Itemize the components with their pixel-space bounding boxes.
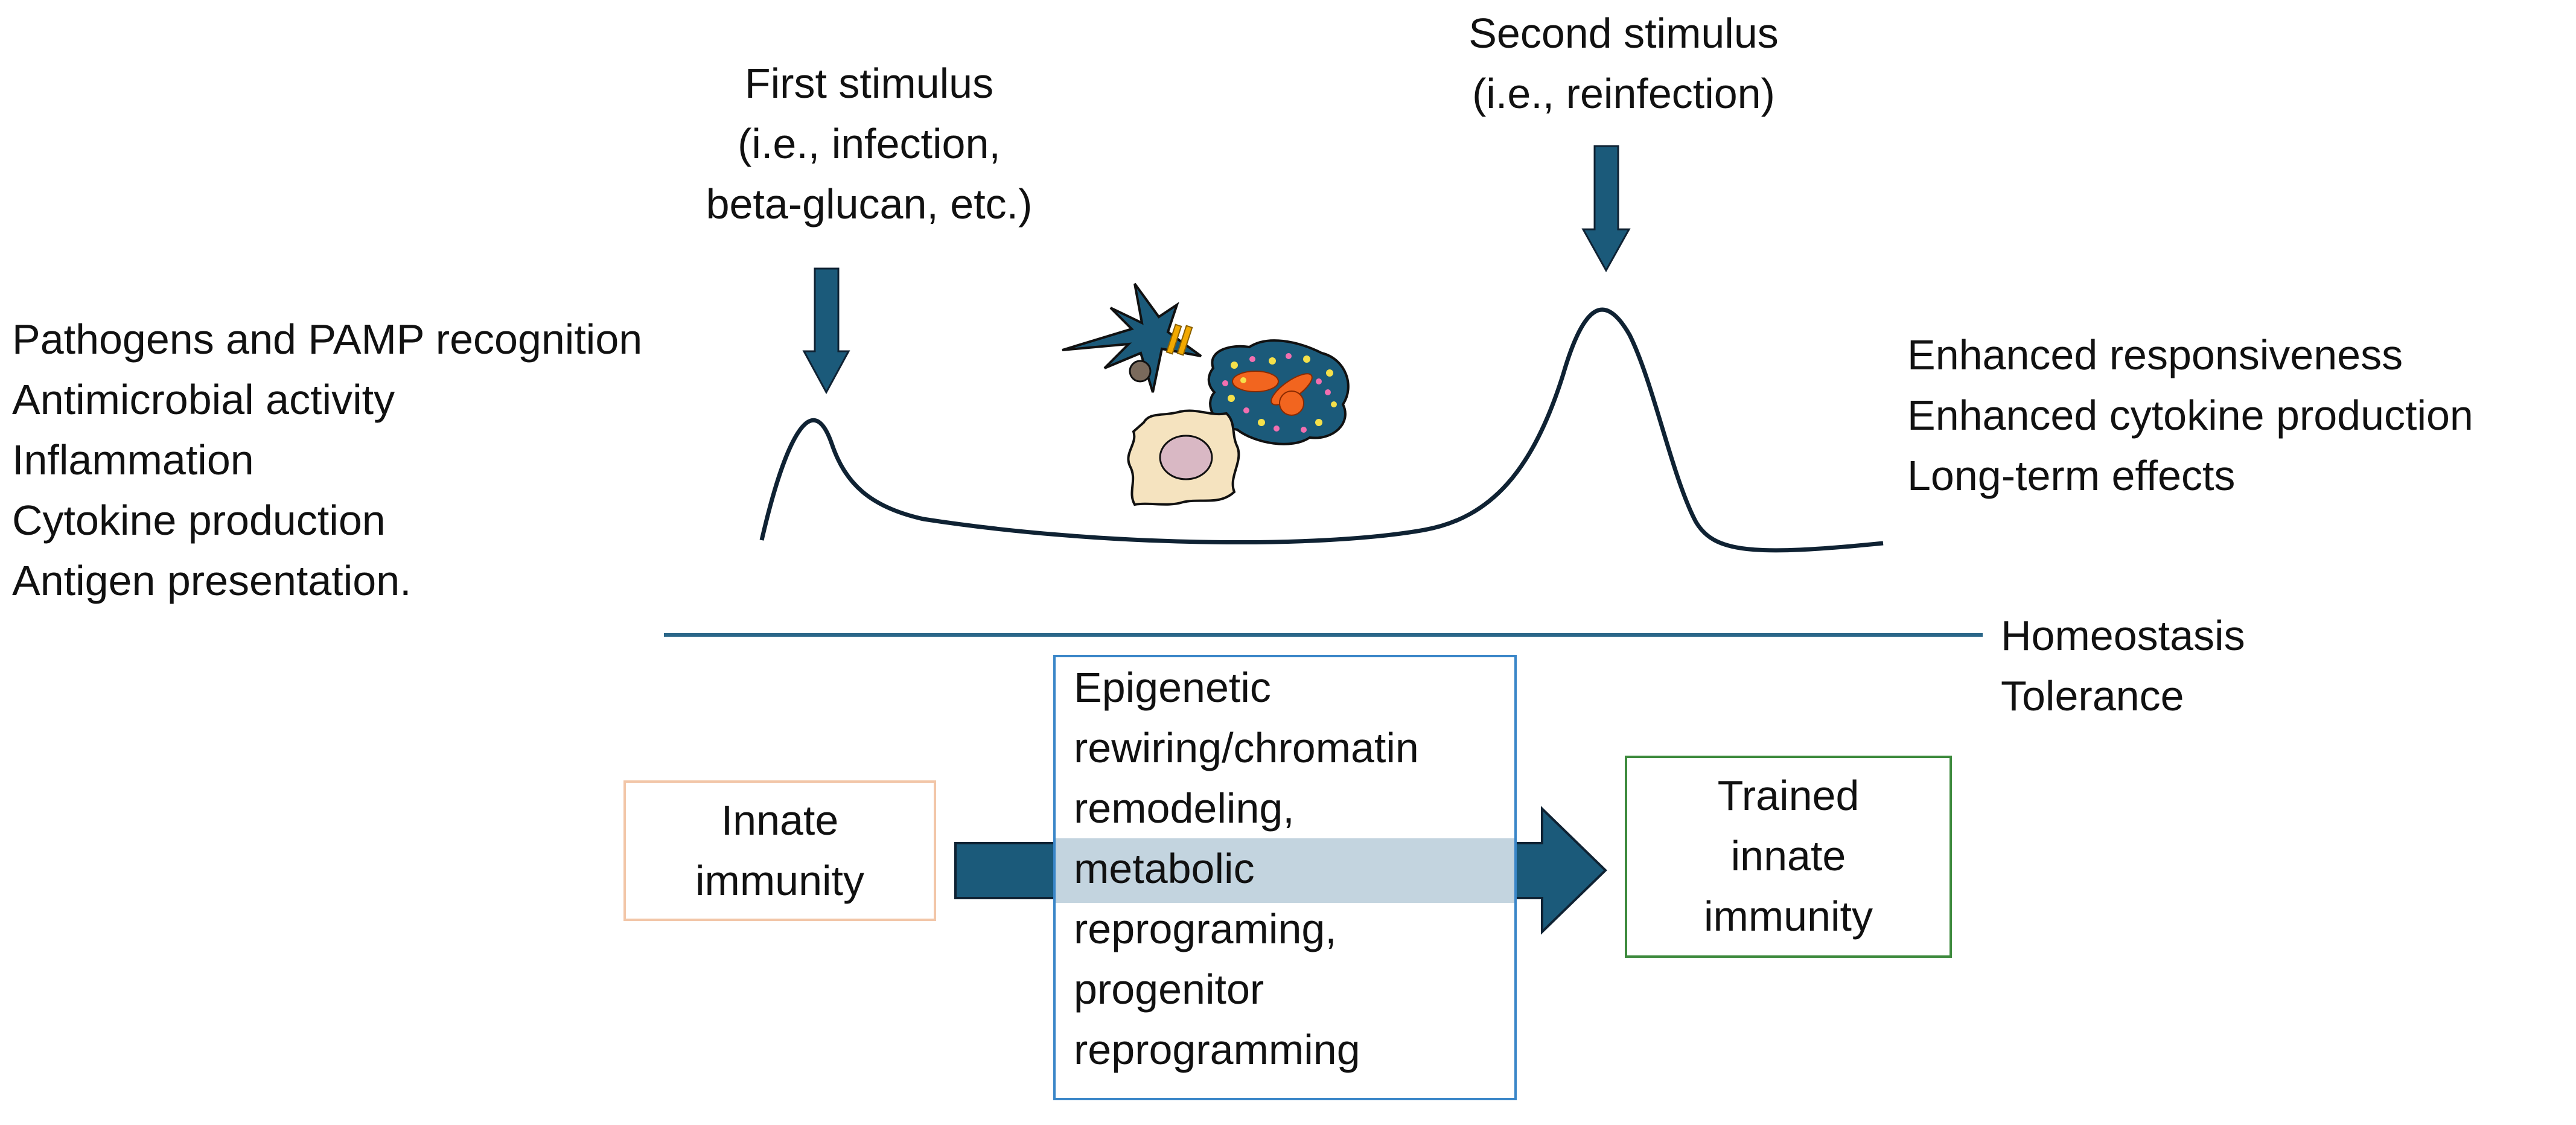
function-item: Pathogens and PAMP recognition (12, 316, 643, 363)
mechanism-line: reprogramming (1074, 1026, 1360, 1073)
trained-immunity-box: Trained innate immunity (1625, 756, 1952, 958)
mechanism-line: progenitor (1074, 966, 1264, 1013)
first-stimulus-label: First stimulus (i.e., infection, beta-gl… (652, 53, 1086, 234)
mechanism-line: rewiring/chromatin (1074, 724, 1419, 771)
effect-item: Long-term effects (1907, 452, 2236, 499)
trained-line: immunity (1703, 893, 1873, 940)
function-item: Antimicrobial activity (12, 376, 395, 423)
mechanism-line: remodeling, (1074, 785, 1295, 832)
dendritic-cell-icon (1062, 282, 1202, 393)
effect-item: Enhanced cytokine production (1907, 392, 2473, 439)
mechanism-line: reprograming, (1074, 905, 1337, 952)
function-item: Inflammation (12, 436, 254, 483)
innate-functions-list: Pathogens and PAMP recognition Antimicro… (12, 309, 642, 611)
innate-immunity-box: Innate immunity (623, 780, 936, 921)
mechanism-line: metabolic (1074, 845, 1255, 892)
mechanism-box: Epigenetic rewiring/chromatin remodeling… (1053, 655, 1517, 1100)
baseline-label: Tolerance (2001, 672, 2184, 719)
mechanism-text: Epigenetic rewiring/chromatin remodeling… (1074, 657, 1419, 1080)
innate-immunity-label: Innate immunity (626, 790, 934, 911)
first-stimulus-line: beta-glucan, etc.) (706, 180, 1033, 228)
first-stimulus-line: (i.e., infection, (738, 120, 1001, 167)
function-item: Cytokine production (12, 497, 386, 544)
trained-immunity-label: Trained innate immunity (1627, 765, 1950, 946)
granulocyte-icon (1207, 339, 1350, 445)
trained-line: Trained (1717, 772, 1860, 819)
second-stimulus-line: (i.e., reinfection) (1472, 70, 1775, 117)
trained-effects-list: Enhanced responsiveness Enhanced cytokin… (1907, 325, 2473, 506)
first-stimulus-arrow (802, 267, 850, 395)
second-stimulus-label: Second stimulus (i.e., reinfection) (1406, 3, 1841, 124)
innate-line: immunity (695, 857, 865, 904)
metabolic-highlight (1056, 838, 1514, 903)
baseline-labels: Homeostasis Tolerance (2001, 605, 2245, 726)
response-curve (759, 307, 1884, 553)
second-stimulus-arrow (1581, 145, 1631, 273)
mechanism-line: Epigenetic (1074, 664, 1271, 711)
function-item: Antigen presentation. (12, 557, 412, 604)
innate-line: Innate (721, 797, 839, 844)
effect-item: Enhanced responsiveness (1907, 331, 2403, 378)
macrophage-icon (1127, 409, 1240, 506)
second-stimulus-line: Second stimulus (1468, 10, 1779, 57)
trained-line: innate (1730, 832, 1846, 879)
first-stimulus-line: First stimulus (744, 60, 994, 107)
baseline-label: Homeostasis (2001, 612, 2245, 659)
